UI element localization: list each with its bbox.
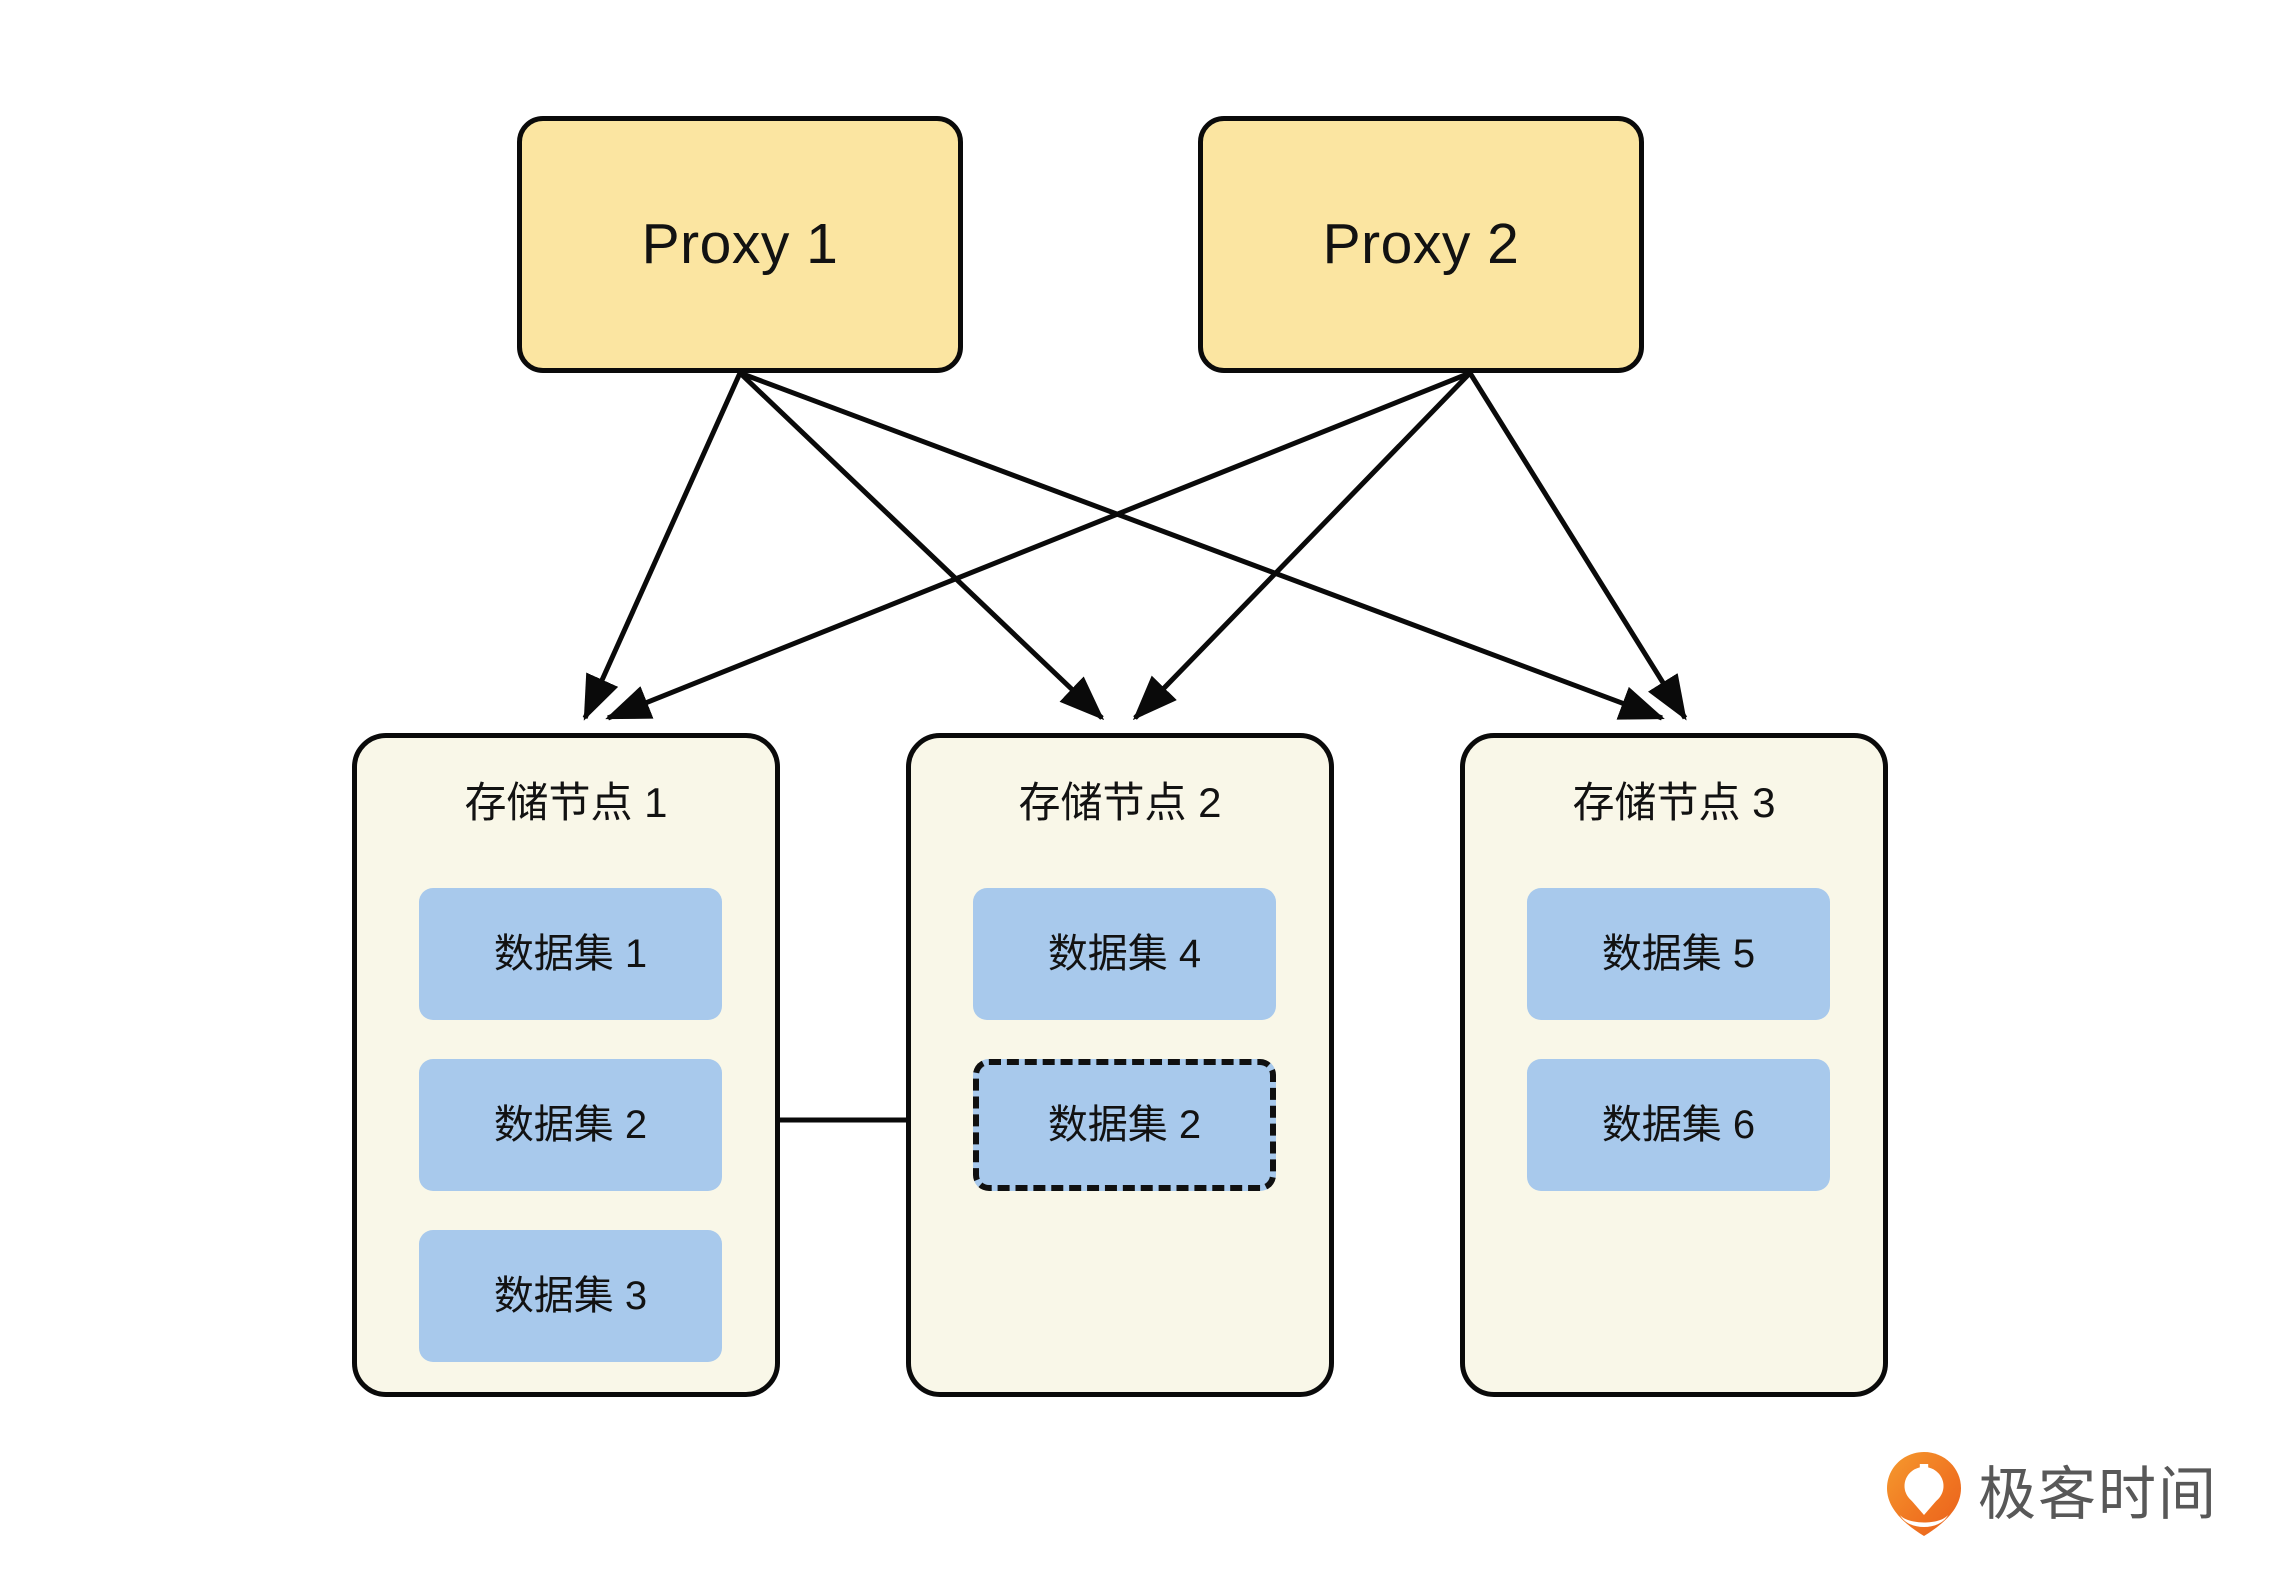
storage-node-3-title: 存储节点 3 bbox=[1572, 779, 1776, 826]
proxy-2-label: Proxy 2 bbox=[1322, 212, 1520, 276]
dataset-chip-node1-3[interactable]: 数据集 3 bbox=[419, 1230, 722, 1362]
edge-proxy2-node2 bbox=[1132, 371, 1472, 721]
edge-proxy2-node3 bbox=[1467, 371, 1688, 721]
dataset-chip-node3-2-label: 数据集 6 bbox=[1601, 1103, 1756, 1147]
edge-proxy2-node1 bbox=[605, 370, 1471, 721]
storage-node-2-box[interactable]: 存储节点 2 数据集 4 数据集 2 bbox=[906, 733, 1334, 1397]
proxy-1-box[interactable]: Proxy 1 bbox=[517, 116, 963, 373]
geektime-logo-text: 极客时间 bbox=[1978, 1460, 2219, 1528]
dataset-chip-node1-1-label: 数据集 1 bbox=[493, 932, 648, 976]
dataset-chip-node2-1-label: 数据集 4 bbox=[1047, 932, 1202, 976]
geektime-pin-icon bbox=[1887, 1452, 1961, 1536]
storage-node-1-title: 存储节点 1 bbox=[464, 779, 668, 826]
dataset-chip-node3-1[interactable]: 数据集 5 bbox=[1527, 888, 1830, 1020]
dataset-chip-node2-2-label: 数据集 2 bbox=[1047, 1103, 1202, 1147]
edge-proxy1-node1 bbox=[582, 371, 743, 721]
storage-node-3-box[interactable]: 存储节点 3 数据集 5 数据集 6 bbox=[1460, 733, 1888, 1397]
edge-proxy1-node2 bbox=[738, 371, 1105, 721]
dataset-chip-node2-1[interactable]: 数据集 4 bbox=[973, 888, 1276, 1020]
dataset-chip-node1-2-label: 数据集 2 bbox=[493, 1103, 648, 1147]
dataset-chip-node2-2-pending[interactable]: 数据集 2 bbox=[973, 1059, 1276, 1191]
geektime-logo: 极客时间 bbox=[1886, 1444, 2216, 1544]
dataset-chip-node1-3-label: 数据集 3 bbox=[493, 1274, 648, 1318]
dataset-chip-node1-1[interactable]: 数据集 1 bbox=[419, 888, 722, 1020]
dataset-chip-node3-1-label: 数据集 5 bbox=[1601, 932, 1756, 976]
proxy-1-label: Proxy 1 bbox=[641, 212, 839, 276]
storage-node-2-title: 存储节点 2 bbox=[1018, 779, 1222, 826]
edge-proxy1-node3 bbox=[739, 370, 1665, 721]
proxy-2-box[interactable]: Proxy 2 bbox=[1198, 116, 1644, 373]
dataset-chip-node3-2[interactable]: 数据集 6 bbox=[1527, 1059, 1830, 1191]
storage-node-1-box[interactable]: 存储节点 1 数据集 1 数据集 2 数据集 3 bbox=[352, 733, 780, 1397]
dataset-chip-node1-2[interactable]: 数据集 2 bbox=[419, 1059, 722, 1191]
